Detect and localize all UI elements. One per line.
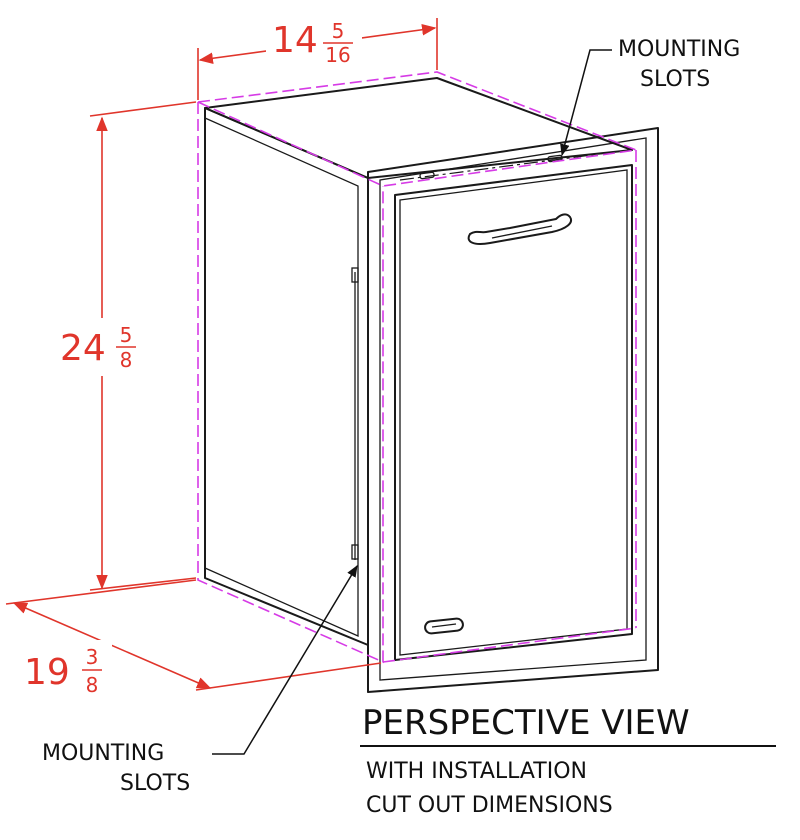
height-ext-bottom [89, 577, 197, 591]
height-whole: 24 [60, 328, 106, 369]
callout-top-line2: SLOTS [640, 67, 710, 92]
badge-plate [424, 617, 464, 635]
cutout-bottom-front [382, 627, 637, 663]
height-denominator: 8 [120, 348, 133, 372]
callout-top-leader [560, 49, 612, 157]
height-ext-top [89, 101, 197, 117]
front-frame-inner [379, 137, 647, 681]
dimension-width: 14 5 16 [197, 14, 438, 100]
callout-bottom-leader [212, 564, 358, 755]
door-handle[interactable] [467, 213, 572, 245]
height-numerator: 5 [120, 323, 133, 347]
callout-bottom-mounting-slots: MOUNTING SLOTS [42, 564, 358, 796]
front-frame [367, 127, 659, 693]
callout-top-line1: MOUNTING [618, 37, 740, 62]
width-denominator: 16 [325, 43, 350, 67]
depth-whole: 19 [24, 652, 70, 693]
dimension-depth: 19 3 8 [5, 579, 382, 700]
callout-bottom-line1: MOUNTING [42, 741, 164, 766]
door-panel-bevel [399, 169, 628, 656]
front-assembly [367, 127, 659, 693]
width-whole: 14 [272, 20, 318, 61]
callout-bottom-line2: SLOTS [120, 771, 190, 796]
brand-badge [424, 617, 464, 635]
width-numerator: 5 [332, 19, 345, 43]
handle-bar[interactable] [467, 213, 572, 245]
badge-lettering-mark [431, 623, 457, 628]
cutout-outline [195, 71, 640, 664]
cutout-left-side [197, 102, 384, 664]
depth-denominator: 8 [86, 673, 99, 697]
width-label-bg [266, 14, 362, 66]
door-panel [394, 164, 633, 661]
side-panel-inner-edge [204, 117, 359, 638]
top-slot-left [419, 171, 435, 180]
cutout-top [195, 71, 640, 187]
dimension-height: 24 5 8 [58, 101, 197, 591]
depth-ext-back [5, 579, 197, 605]
view-subtitle-line1: WITH INSTALLATION [366, 759, 587, 784]
handle-highlight [491, 225, 553, 239]
view-title: PERSPECTIVE VIEW [362, 703, 690, 743]
callout-top-mounting-slots: MOUNTING SLOTS [560, 37, 740, 157]
depth-ext-front [195, 662, 382, 691]
cabinet-body [204, 77, 633, 646]
top-slot-centerline [399, 149, 631, 181]
side-slot-upper [351, 267, 359, 283]
depth-numerator: 3 [86, 645, 99, 669]
view-subtitle-line2: CUT OUT DIMENSIONS [366, 793, 613, 818]
cabinet-left-side [204, 107, 369, 646]
side-slot-lower [351, 544, 359, 560]
title-block: PERSPECTIVE VIEW WITH INSTALLATION CUT O… [360, 703, 776, 818]
